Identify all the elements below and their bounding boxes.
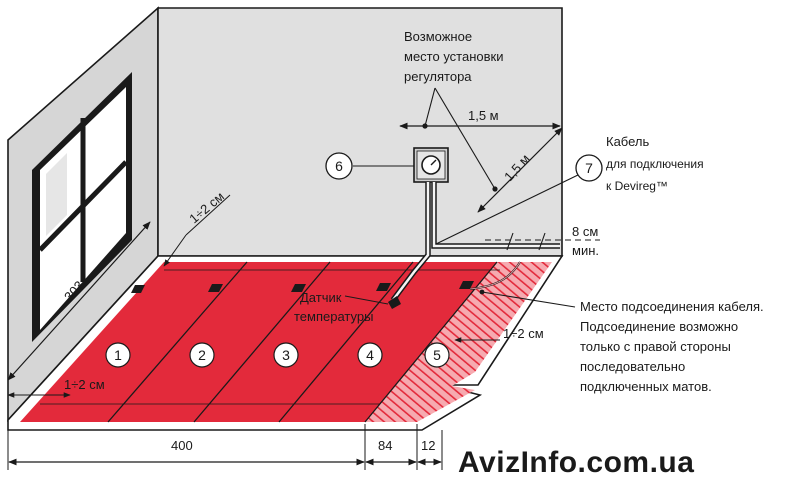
bottom-dimension-ticks — [7, 424, 443, 470]
svg-text:Кабель: Кабель — [606, 134, 649, 149]
cable-label: Кабель для подключения к Devireg™ — [606, 134, 704, 193]
watermark: AvizInfo.com.ua — [458, 446, 694, 479]
leader-dot-2 — [492, 186, 498, 192]
dim-gap-right-label: 1÷2 см — [503, 326, 544, 341]
mat-1-badge: 1 — [105, 342, 131, 368]
dim-400-label: 400 — [171, 438, 193, 453]
svg-text:только с правой стороны: только с правой стороны — [580, 339, 731, 354]
mat-5-cable-inner — [469, 261, 521, 290]
svg-text:Подсоединение возможно: Подсоединение возможно — [580, 319, 738, 334]
mat-1-number: 1 — [114, 347, 122, 363]
svg-text:Место подсоединения кабеля.: Место подсоединения кабеля. — [580, 299, 764, 314]
mat-dividers — [107, 261, 498, 423]
svg-text:Возможное: Возможное — [404, 29, 472, 44]
callout-6-circle — [325, 152, 353, 180]
connection-label: Место подсоединения кабеля. Подсоединени… — [580, 299, 764, 394]
regulator-leaders — [424, 87, 496, 190]
mat-4-number: 4 — [366, 347, 374, 363]
dim-84-label: 84 — [378, 438, 392, 453]
callout-6: 6 — [335, 158, 343, 174]
mat-2-badge: 2 — [189, 342, 215, 368]
mat-4-badge: 4 — [357, 342, 383, 368]
dim-12-label: 12 — [421, 438, 435, 453]
mat-3-badge: 3 — [273, 342, 299, 368]
svg-text:Датчик: Датчик — [300, 290, 342, 305]
callout-7-circle — [575, 154, 603, 182]
svg-text:температуры: температуры — [294, 309, 373, 324]
mat-2-number: 2 — [198, 347, 206, 363]
leader-dot-1 — [422, 123, 428, 129]
svg-text:регулятора: регулятора — [404, 69, 472, 84]
svg-text:к Devireg™: к Devireg™ — [606, 179, 668, 193]
regulator-place-label: Возможное место установки регулятора — [404, 29, 503, 84]
svg-text:для подключения: для подключения — [606, 157, 704, 171]
dim-8cm-unit: мин. — [572, 243, 599, 258]
dim-1-5-diagonal — [477, 127, 563, 213]
dim-1-5-horizontal-label: 1,5 м — [468, 108, 499, 123]
dim-gap-top-line — [163, 234, 187, 267]
temperature-sensor — [388, 296, 401, 309]
dim-303-line — [7, 221, 151, 381]
mat-5-badge: 5 — [424, 342, 450, 368]
sensor-label: Датчик температуры — [294, 290, 373, 324]
dim-8cm-label: 8 см — [572, 224, 598, 239]
svg-text:место установки: место установки — [404, 49, 503, 64]
svg-text:подключенных матов.: подключенных матов. — [580, 379, 712, 394]
mat-5-number: 5 — [433, 347, 441, 363]
svg-text:последовательно: последовательно — [580, 359, 685, 374]
callout-7: 7 — [585, 160, 593, 176]
regulator — [413, 147, 449, 183]
connection-leader — [481, 291, 576, 308]
mat-3-number: 3 — [282, 347, 290, 363]
dim-gap-left-label: 1÷2 см — [64, 377, 105, 392]
back-wall — [157, 7, 563, 257]
